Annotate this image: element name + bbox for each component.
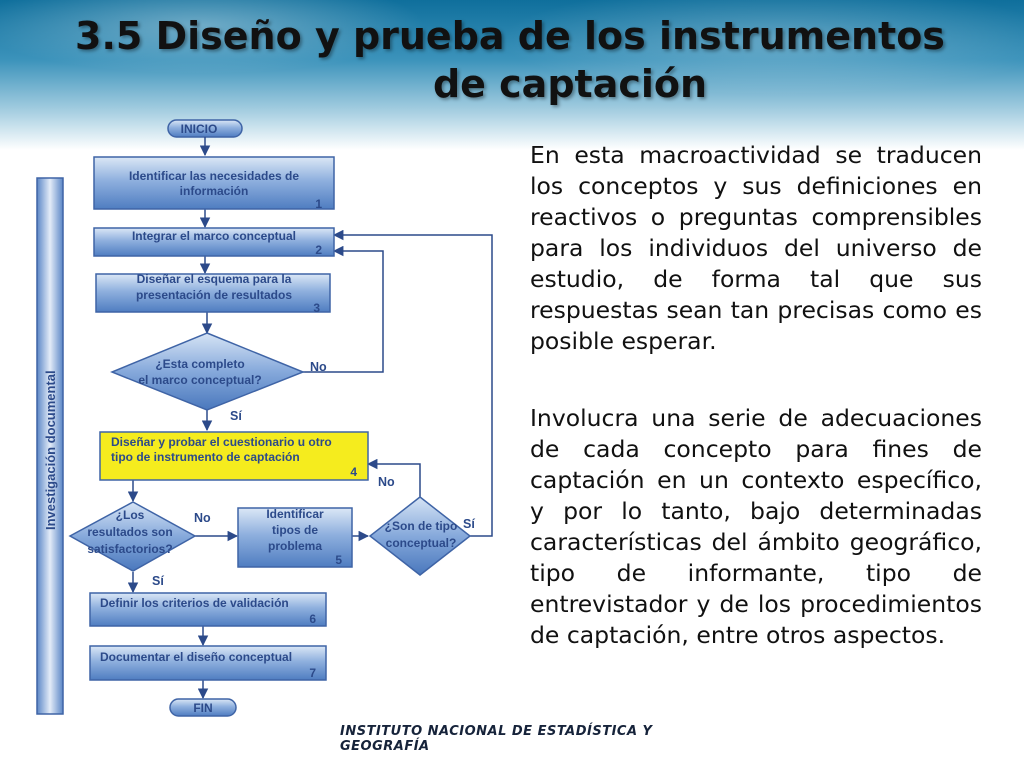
decision-3-si-label: Sí — [463, 517, 475, 531]
decision-2-line-3: satisfactorios? — [87, 542, 172, 556]
decision-2-line-2: resultados son — [87, 525, 172, 539]
step-7-box — [89, 645, 327, 681]
step-5-line-2: tipos de — [272, 523, 318, 537]
decision-2-si-label: Sí — [152, 574, 164, 588]
side-bar — [36, 177, 64, 715]
decision-2-diamond — [68, 501, 197, 572]
step-3-line-2: presentación de resultados — [136, 288, 292, 302]
step-4-line-2: tipo de instrumento de captación — [111, 450, 300, 464]
step-2-text: Integrar el marco conceptual — [132, 229, 296, 243]
end-label: FIN — [193, 701, 212, 715]
end-terminal — [169, 698, 237, 717]
step-1-box — [93, 156, 335, 210]
step-1-line-1: Identificar las necesidades de — [129, 169, 299, 183]
decision-3-line-2: conceptual? — [386, 536, 457, 550]
step-5-number: 5 — [335, 553, 342, 567]
decision-2-no-label: No — [194, 511, 211, 525]
footer-institution: INSTITUTO NACIONAL DE ESTADÍSTICA Y GEOG… — [340, 724, 653, 754]
step-3-line-1: Diseñar el esquema para la — [137, 272, 292, 286]
step-3-number: 3 — [313, 301, 320, 315]
step-5-line-3: problema — [268, 539, 322, 553]
decision-3-line-1: ¿Son de tipo — [385, 519, 458, 533]
decision-3-no-label: No — [378, 475, 395, 489]
step-4-line-1: Diseñar y probar el cuestionario u otro — [111, 435, 332, 449]
step-6-text: Definir los criterios de validación — [100, 596, 289, 610]
step-6-box — [89, 592, 327, 627]
side-label: Investigación documental — [43, 370, 58, 530]
title-line-2: de captación — [432, 62, 708, 106]
step-2-number: 2 — [315, 243, 322, 257]
paragraph-2: Involucra una serie de adecuaciones de c… — [530, 404, 982, 649]
title-line-1: 3.5 Diseño y prueba de los instrumentos — [75, 14, 945, 58]
step-6-number: 6 — [309, 612, 316, 626]
start-label: INICIO — [181, 122, 218, 136]
step-2-box — [93, 227, 335, 257]
decision-1-line-1: ¿Esta completo — [155, 357, 244, 371]
step-1-line-2: información — [180, 184, 249, 198]
decision-1-si-label: Sí — [230, 409, 242, 423]
step-3-box — [95, 273, 331, 313]
decision-1-diamond — [110, 332, 306, 411]
step-5-box — [237, 507, 353, 568]
connectors — [127, 137, 493, 700]
step-1-number: 1 — [315, 197, 322, 211]
decision-1-no-label: No — [310, 360, 327, 374]
decision-2-line-1: ¿Los — [116, 508, 145, 522]
step-5-line-1: Identificar — [266, 507, 324, 521]
step-7-number: 7 — [309, 666, 316, 680]
step-4-box — [99, 431, 369, 481]
decision-1-line-2: el marco conceptual? — [138, 373, 261, 387]
paragraph-1: En esta macroactividad se traducen los c… — [530, 141, 982, 355]
decision-3-diamond — [368, 496, 472, 576]
step-7-text: Documentar el diseño conceptual — [100, 650, 292, 664]
slide-title: 3.5 Diseño y prueba de los instrumentos … — [40, 12, 980, 108]
step-4-number: 4 — [350, 465, 357, 479]
